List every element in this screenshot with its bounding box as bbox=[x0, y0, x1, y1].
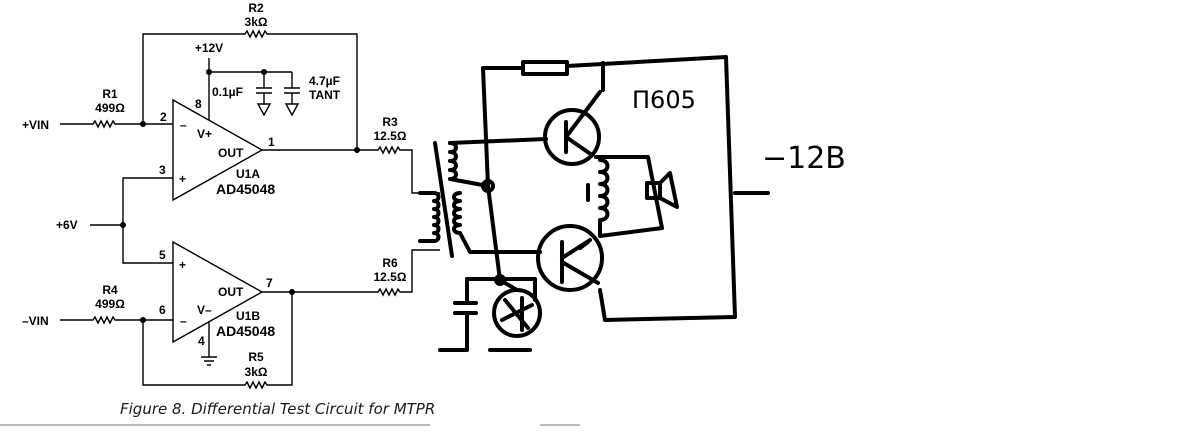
u1a-name: U1A bbox=[236, 167, 260, 181]
figure-caption: Figure 8. Differential Test Circuit for … bbox=[120, 400, 435, 418]
junction-dot bbox=[206, 69, 212, 75]
r3-resistor bbox=[262, 145, 440, 194]
ground-icon bbox=[256, 103, 300, 117]
u1a-pin8: 8 bbox=[195, 97, 202, 111]
u1b-part: AD45048 bbox=[216, 323, 275, 339]
junction-dot bbox=[289, 289, 295, 295]
u1b-minus: – bbox=[180, 314, 187, 328]
top-resistor bbox=[521, 60, 569, 76]
r5-resistor bbox=[142, 292, 293, 390]
u1a-pin3: 3 bbox=[159, 163, 166, 177]
r1-label: R1 bbox=[102, 87, 118, 101]
transistor-top-leads bbox=[564, 90, 602, 157]
vin-neg-label: –VIN bbox=[22, 314, 49, 328]
supply-label: +12V bbox=[195, 41, 223, 55]
u1b-vminus: V– bbox=[197, 303, 212, 317]
junction-dot bbox=[120, 222, 126, 228]
c1-value: 0.1µF bbox=[212, 85, 243, 99]
r5-value: 3kΩ bbox=[245, 365, 268, 379]
primary-coil bbox=[418, 191, 441, 243]
r6-value: 12.5Ω bbox=[374, 270, 407, 284]
u1b-pin4: 4 bbox=[198, 334, 205, 348]
supply-rail bbox=[481, 55, 737, 322]
r6-resistor bbox=[262, 249, 440, 297]
vin-pos-label: +VIN bbox=[22, 118, 49, 132]
c2-type: TANT bbox=[309, 88, 341, 102]
transistor-top bbox=[543, 108, 601, 166]
opamp-u1a bbox=[172, 98, 264, 202]
u1b-pin6: 6 bbox=[159, 303, 166, 317]
r2-resistor bbox=[142, 29, 358, 150]
u1b-out: OUT bbox=[218, 285, 244, 299]
bias-label: +6V bbox=[56, 218, 78, 232]
u1b-pin7: 7 bbox=[266, 276, 273, 290]
r2-value: 3kΩ bbox=[245, 15, 268, 29]
secondary-lower-coil bbox=[452, 191, 542, 254]
r5-label: R5 bbox=[248, 350, 264, 364]
r1-resistor bbox=[60, 119, 173, 129]
opamp-u1b bbox=[172, 240, 264, 344]
junction-dot bbox=[140, 121, 146, 127]
c2-value: 4.7µF bbox=[309, 74, 340, 88]
r1-value: 499Ω bbox=[95, 101, 125, 115]
printed-schematic: R2 3kΩ +12V 0.1µF 4.7µF TANT +VIN R1 499… bbox=[22, 1, 440, 390]
transistor-small-leads bbox=[500, 296, 534, 332]
u1a-plus: + bbox=[179, 172, 186, 186]
u1a-out: OUT bbox=[218, 146, 244, 160]
base-wire-top bbox=[448, 137, 548, 145]
secondary-upper-coil bbox=[448, 141, 490, 188]
transistor-bottom bbox=[536, 224, 604, 292]
transformer-core bbox=[433, 141, 454, 258]
supply-label: −12В bbox=[762, 141, 846, 176]
ground-icon bbox=[201, 322, 217, 366]
r3-value: 12.5Ω bbox=[374, 129, 407, 143]
r4-label: R4 bbox=[102, 283, 118, 297]
junction-dot bbox=[261, 69, 267, 75]
u1a-part: AD45048 bbox=[216, 181, 275, 197]
junction-dot bbox=[354, 147, 360, 153]
transistor-label: П605 bbox=[632, 86, 696, 114]
u1b-pin5: 5 bbox=[159, 248, 166, 262]
speaker-icon bbox=[645, 171, 679, 209]
output-coil bbox=[594, 155, 664, 238]
u1a-minus: – bbox=[180, 118, 187, 132]
transistor-bottom-leads bbox=[560, 238, 600, 285]
u1b-name: U1B bbox=[236, 309, 260, 323]
r4-value: 499Ω bbox=[95, 297, 125, 311]
u1a-vplus: V+ bbox=[197, 127, 212, 141]
u1a-pin1: 1 bbox=[268, 135, 275, 149]
r4-resistor bbox=[60, 315, 173, 325]
transistor-small bbox=[492, 288, 542, 338]
bias-wire bbox=[465, 184, 537, 302]
u1a-pin2: 2 bbox=[160, 110, 167, 124]
decoupling-capacitors bbox=[208, 58, 300, 120]
r2-label: R2 bbox=[248, 1, 264, 15]
bias-wire bbox=[90, 177, 173, 264]
u1b-plus: + bbox=[179, 258, 186, 272]
handdrawn-circuit: П605 −12В bbox=[418, 55, 846, 352]
capacitor bbox=[438, 277, 532, 352]
junction-dot bbox=[494, 274, 506, 286]
r6-label: R6 bbox=[382, 256, 398, 270]
r3-label: R3 bbox=[382, 115, 398, 129]
